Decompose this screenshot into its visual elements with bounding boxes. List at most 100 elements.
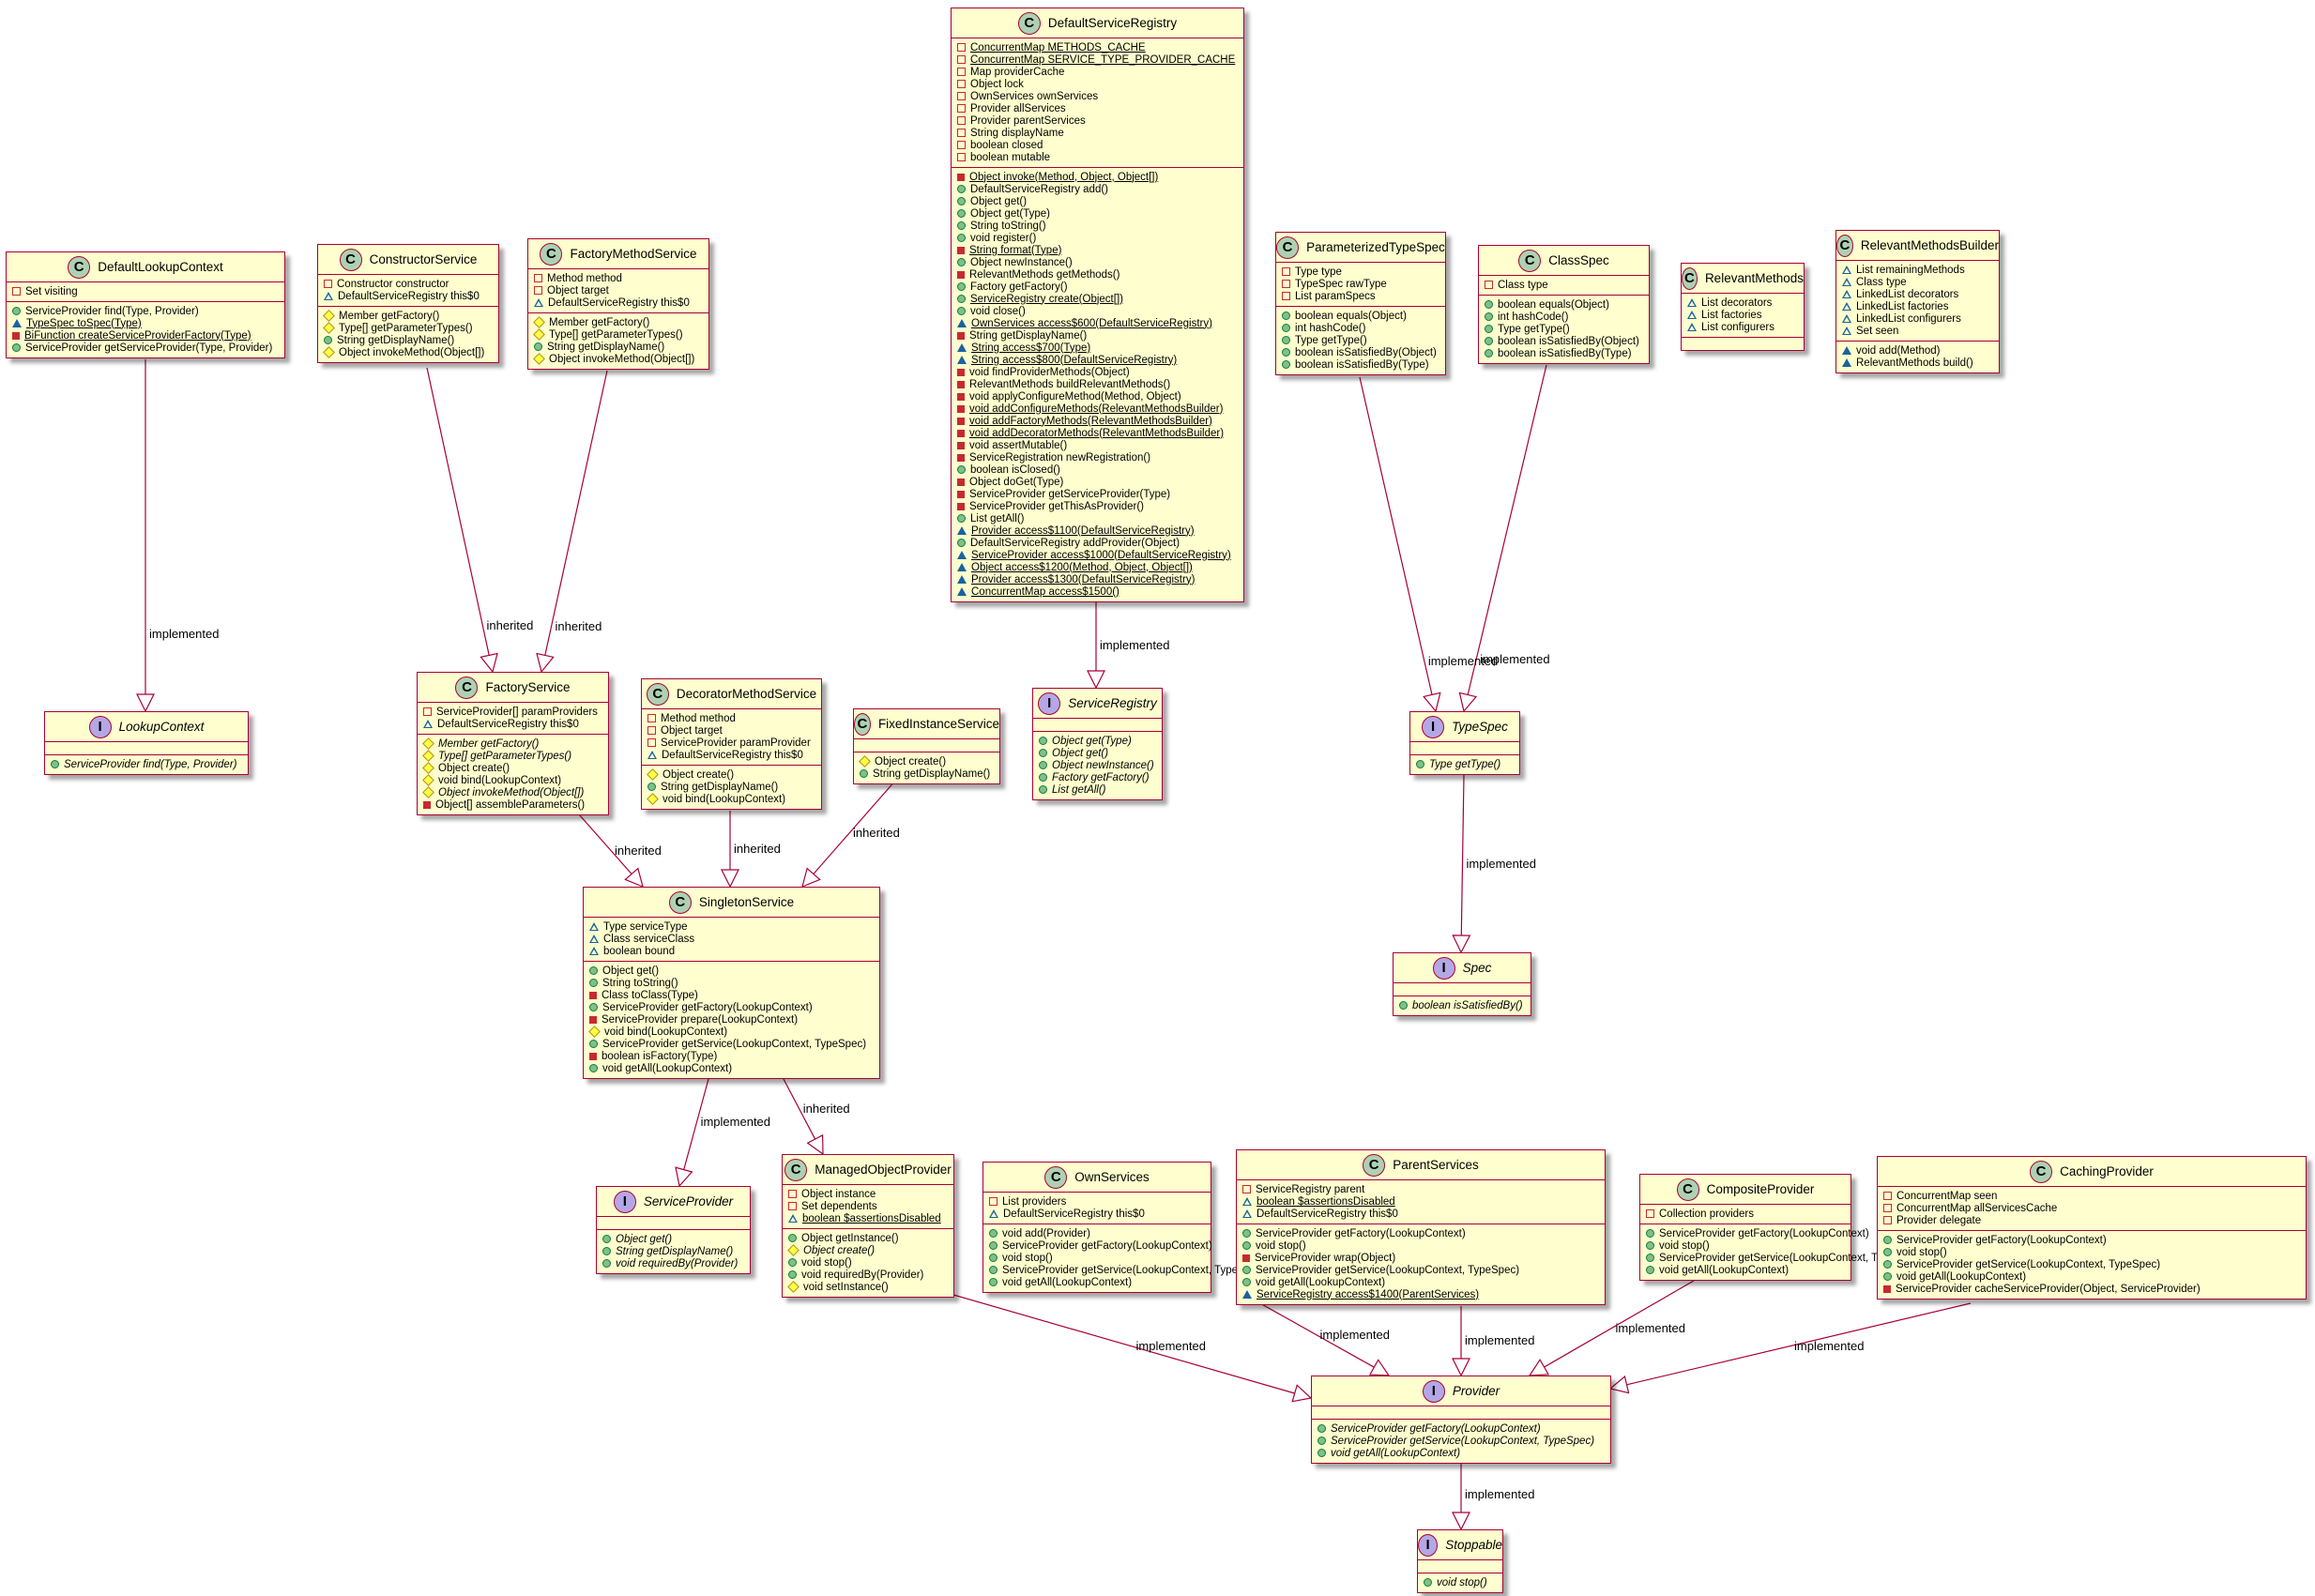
- methods-compartment: void add(Method)RelevantMethods build(): [1836, 342, 1999, 372]
- class-name: ManagedObjectProvider: [815, 1163, 952, 1177]
- method-signature: void assertMutable(): [969, 439, 1068, 451]
- field-signature: DefaultServiceRegistry this$0: [1003, 1208, 1145, 1220]
- public-visibility-icon: [957, 209, 966, 218]
- public-visibility-icon: [1282, 348, 1290, 357]
- public-visibility-icon: [957, 514, 966, 523]
- field-item: Set dependents: [788, 1200, 948, 1212]
- method-signature: void getAll(LookupContext): [1896, 1270, 2027, 1283]
- edge-label: inherited: [853, 826, 900, 840]
- method-item: Object get(Type): [1039, 735, 1156, 747]
- private-visibility-icon: [957, 392, 965, 401]
- method-item: void getAll(LookupContext): [1317, 1447, 1605, 1459]
- method-signature: OwnServices access$600(DefaultServiceReg…: [971, 317, 1212, 329]
- private-visibility-icon: [957, 104, 966, 113]
- class-badge-icon: C: [854, 712, 871, 736]
- method-item: List getAll(): [957, 512, 1238, 524]
- private-visibility-icon: [1282, 292, 1290, 300]
- method-signature: ServiceProvider getService(LookupContext…: [1896, 1258, 2161, 1270]
- class-name: Stoppable: [1445, 1538, 1502, 1552]
- method-item: Type getType(): [1416, 758, 1514, 770]
- method-item: boolean isSatisfiedBy(Type): [1485, 347, 1643, 359]
- field-item: Type type: [1282, 266, 1439, 278]
- hollow-arrowhead-icon: [536, 652, 555, 674]
- fields-compartment: Class type: [1479, 276, 1649, 296]
- edge-label: implemented: [149, 626, 220, 641]
- edge-label: implemented: [1135, 1339, 1206, 1353]
- field-item: Collection providers: [1646, 1208, 1845, 1220]
- field-item: boolean mutable: [957, 151, 1238, 163]
- method-item: Member getFactory(): [533, 316, 703, 328]
- edge-fixed-instance-service-to-singleton-service: [813, 779, 897, 874]
- method-item: ServiceProvider getService(LookupContext…: [1646, 1252, 1923, 1264]
- field-signature: Type type: [1295, 266, 1342, 278]
- method-item: int hashCode(): [1282, 322, 1439, 334]
- field-item: Provider delegate: [1883, 1214, 2300, 1226]
- method-signature: void bind(LookupContext): [663, 793, 786, 805]
- method-signature: Object create(): [875, 755, 947, 768]
- private-visibility-icon: [957, 55, 966, 64]
- class-name: FixedInstanceService: [877, 717, 999, 731]
- private-visibility-icon: [957, 478, 965, 486]
- public-visibility-icon: [989, 1254, 998, 1262]
- method-signature: RelevantMethods buildRelevantMethods(): [969, 378, 1171, 390]
- method-item: ServiceProvider getServiceProvider(Type,…: [12, 342, 279, 354]
- method-signature: Type getType(): [1295, 334, 1367, 346]
- method-signature: void requiredBy(Provider): [616, 1257, 739, 1269]
- hollow-arrowhead-icon: [1423, 692, 1441, 713]
- method-signature: Object get(Type): [970, 207, 1051, 220]
- method-signature: void bind(LookupContext): [604, 1026, 728, 1038]
- methods-compartment: ServiceProvider find(Type, Provider)Type…: [7, 302, 284, 357]
- method-item: Factory getFactory(): [1039, 771, 1156, 783]
- method-signature: boolean isClosed(): [970, 464, 1060, 476]
- edge-parameterized-type-spec-to-type-spec: [1359, 376, 1433, 695]
- field-signature: ConcurrentMap METHODS_CACHE: [970, 41, 1146, 53]
- field-signature: Collection providers: [1659, 1208, 1754, 1220]
- method-signature: Object get(): [1052, 747, 1109, 759]
- public-visibility-icon: [788, 1258, 797, 1267]
- method-item: Provider access$1100(DefaultServiceRegis…: [957, 524, 1238, 537]
- private-visibility-icon: [324, 280, 332, 288]
- class-name: RelevantMethodsBuilder: [1860, 238, 1999, 252]
- method-item: Object access$1200(Method, Object, Objec…: [957, 561, 1238, 573]
- public-visibility-icon: [589, 966, 598, 975]
- hollow-arrowhead-icon: [1452, 935, 1471, 954]
- fields-compartment: [45, 742, 248, 755]
- edge-caching-provider-to-provider: [1626, 1302, 1972, 1386]
- method-signature: String toString(): [970, 220, 1046, 232]
- private-visibility-icon: [989, 1197, 998, 1206]
- method-signature: Type[] getParameterTypes(): [549, 328, 683, 341]
- public-visibility-icon: [957, 185, 966, 193]
- method-item: void findProviderMethods(Object): [957, 366, 1238, 378]
- hollow-arrowhead-icon: [1368, 1359, 1391, 1376]
- public-visibility-icon: [1646, 1266, 1654, 1274]
- method-signature: void register(): [970, 232, 1037, 244]
